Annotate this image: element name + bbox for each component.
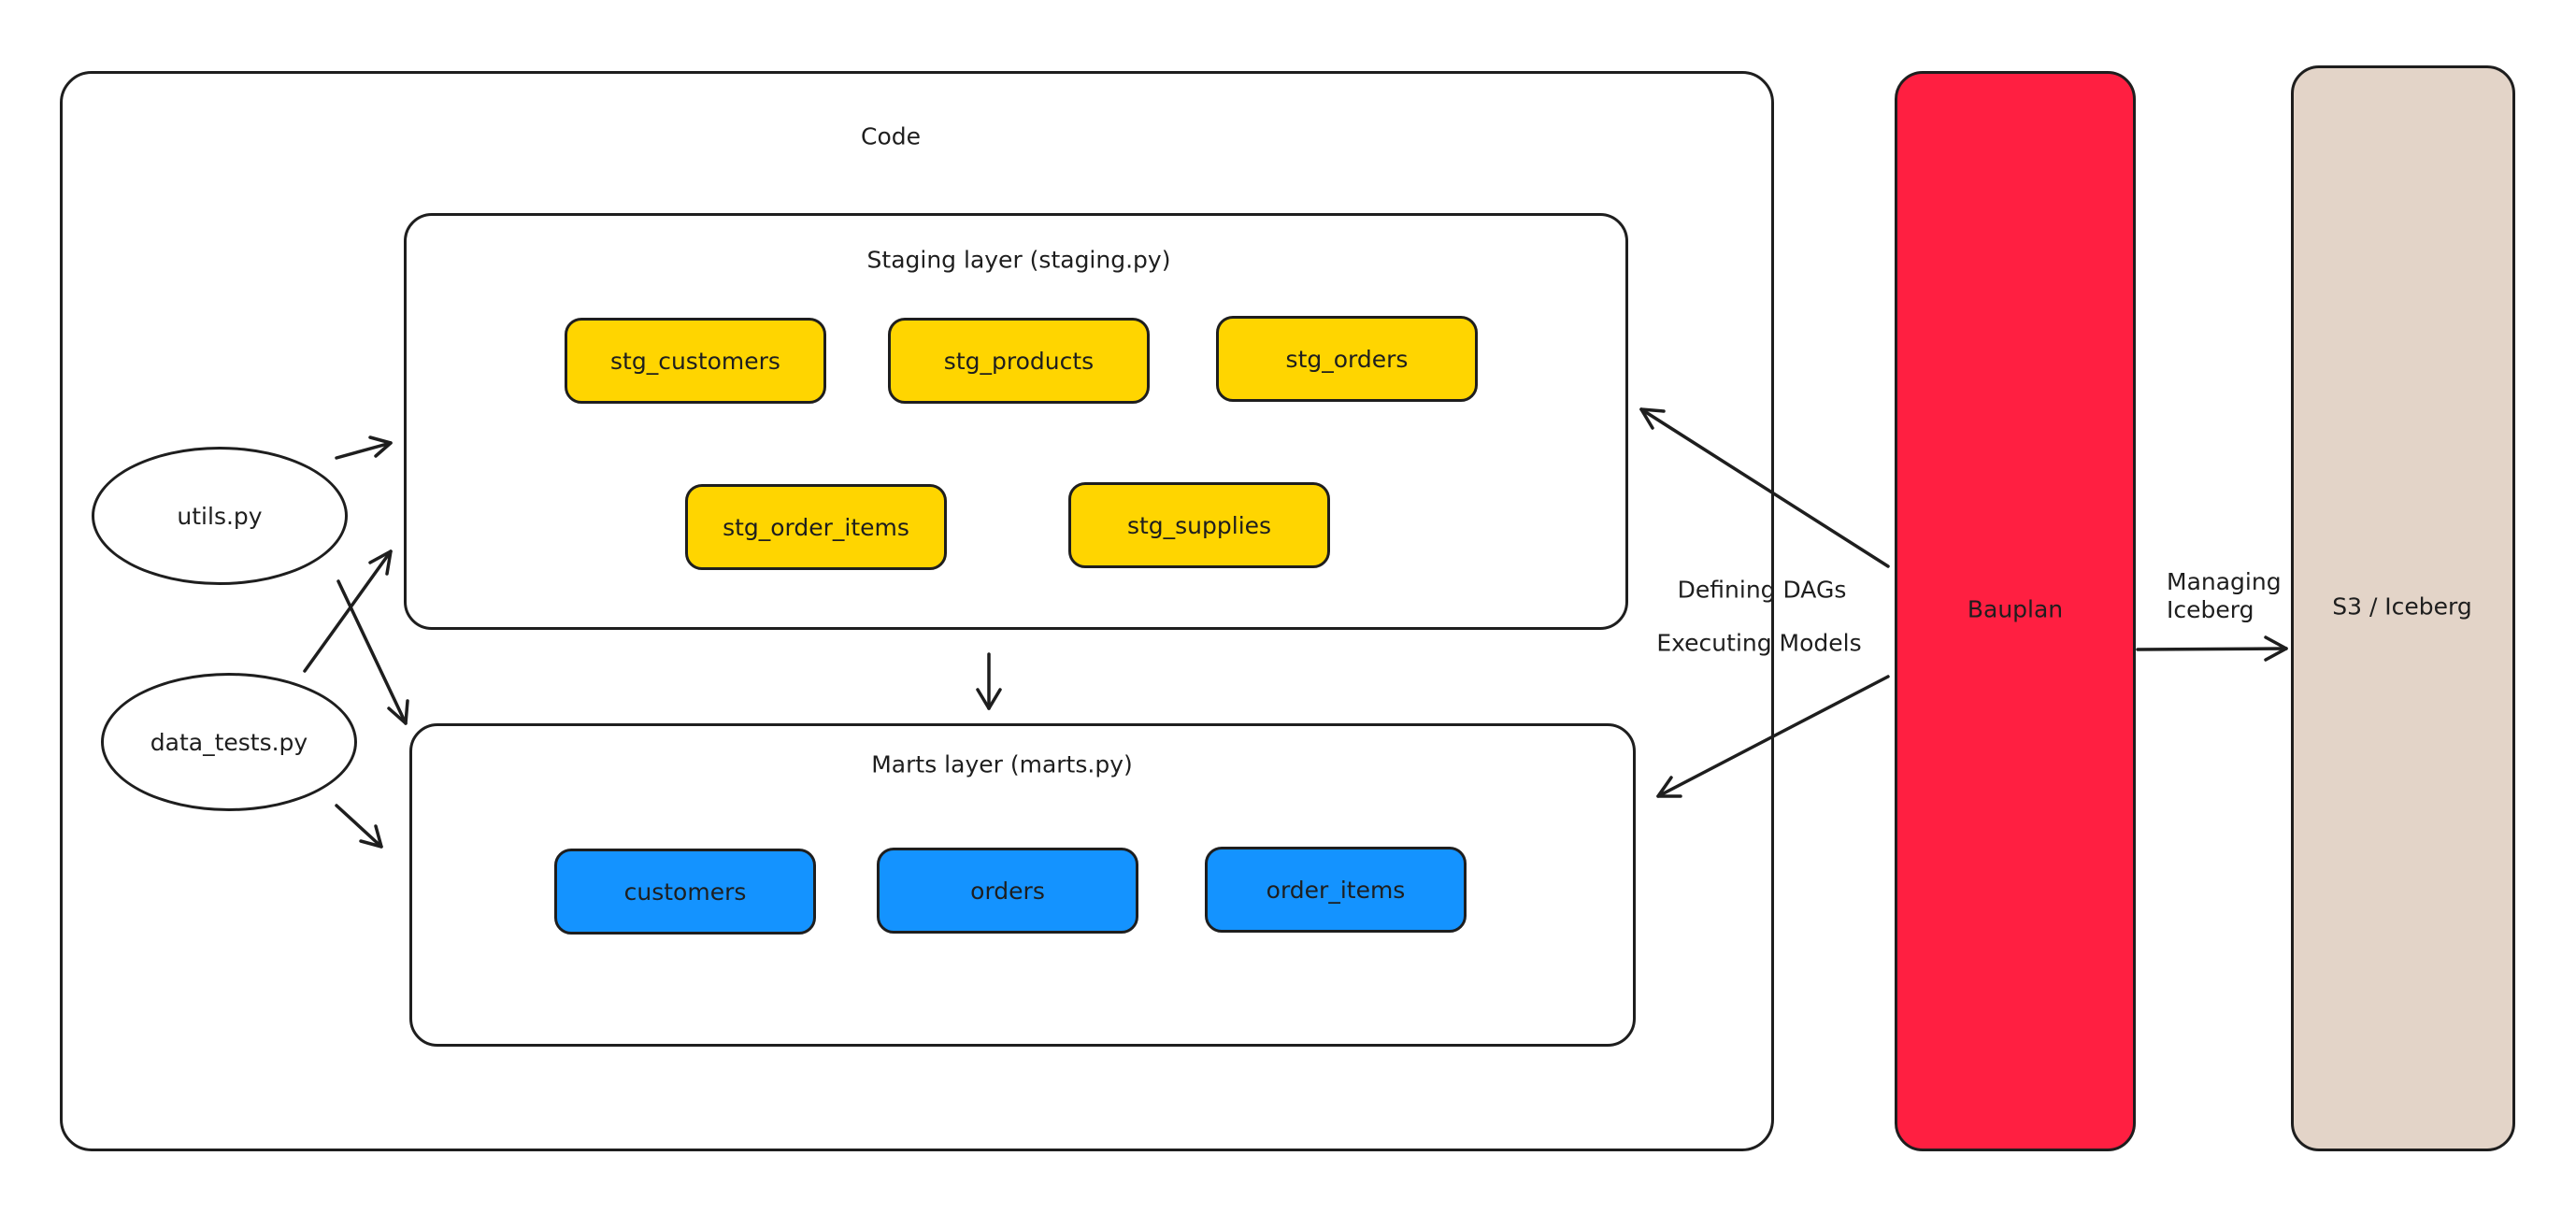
- bauplan-label: Bauplan: [1967, 595, 2064, 623]
- managing-iceberg-label-line2: Iceberg: [2167, 596, 2254, 623]
- code-container-label: Code: [860, 122, 922, 150]
- s3-iceberg-label: S3 / Iceberg: [2332, 592, 2472, 621]
- data-tests-to-staging-arrow: [303, 549, 393, 673]
- managing-iceberg-label-line1: Managing: [2167, 568, 2282, 595]
- executing-models-label: Executing Models: [1656, 629, 1862, 657]
- marts-layer-title: Marts layer (marts.py): [871, 750, 1133, 778]
- code-container: [60, 71, 1774, 1151]
- s3-iceberg-node[interactable]: [2291, 65, 2515, 1151]
- bauplan-to-staging-arrow: [1639, 407, 1890, 568]
- bauplan-to-marts-arrow: [1656, 675, 1890, 798]
- bauplan-to-s3-arrow: [2136, 635, 2288, 662]
- customers-node[interactable]: customers: [554, 849, 816, 935]
- marts-layer-frame: [409, 723, 1636, 1047]
- staging-layer-frame: [404, 213, 1628, 630]
- bauplan-node[interactable]: [1895, 71, 2136, 1151]
- staging-layer-title: Staging layer (staging.py): [866, 246, 1171, 274]
- stg-supplies-node[interactable]: stg_supplies: [1068, 482, 1330, 568]
- orders-node[interactable]: orders: [877, 848, 1138, 934]
- utils-to-marts-arrow: [336, 579, 409, 725]
- utils-to-staging-arrow: [335, 435, 393, 460]
- data-tests-py-node[interactable]: data_tests.py: [101, 673, 357, 811]
- staging-to-marts-arrow: [976, 652, 1002, 710]
- order-items-node[interactable]: order_items: [1205, 847, 1467, 933]
- stg-products-node[interactable]: stg_products: [888, 318, 1150, 404]
- utils-py-node[interactable]: utils.py: [92, 447, 348, 585]
- data-tests-to-marts-arrow: [335, 804, 383, 849]
- stg-customers-node[interactable]: stg_customers: [565, 318, 826, 404]
- stg-order-items-node[interactable]: stg_order_items: [685, 484, 947, 570]
- stg-orders-node[interactable]: stg_orders: [1216, 316, 1478, 402]
- defining-dags-label: Defining DAGs: [1677, 576, 1847, 604]
